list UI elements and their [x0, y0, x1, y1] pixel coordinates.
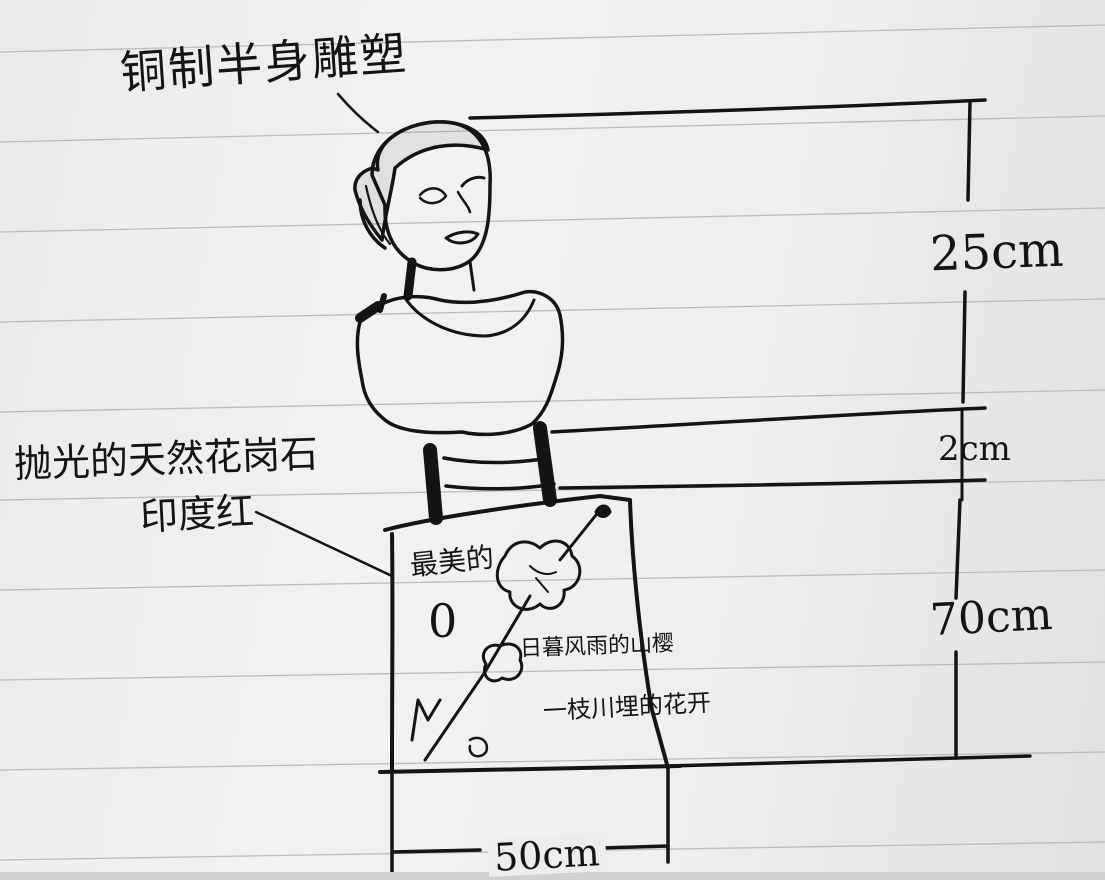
leader-lines: [254, 92, 394, 578]
neck-height-dimension: 2cm: [938, 429, 1011, 469]
dimension-lines: [390, 98, 1032, 854]
stone-material-label: 抛光的天然花岗石: [13, 431, 319, 487]
plinth-width-dimension: 50cm: [487, 830, 607, 880]
bust-head: [353, 120, 492, 272]
granite-plinth: [378, 494, 682, 872]
plinth-inscription-number: 0: [428, 594, 458, 648]
bust-torso: [355, 289, 565, 437]
plinth-height-dimension: 70cm: [928, 588, 1054, 647]
head-height-dimension: 25cm: [929, 221, 1065, 283]
plinth-inscription-title: 最美的: [408, 540, 496, 583]
plinth-poem-line-1: 日暮风雨的山樱: [519, 631, 675, 662]
bust-neck: [403, 257, 476, 301]
flower-drawing: [410, 504, 612, 762]
stone-color-label: 印度红: [138, 489, 256, 539]
bust-base: [423, 421, 557, 525]
